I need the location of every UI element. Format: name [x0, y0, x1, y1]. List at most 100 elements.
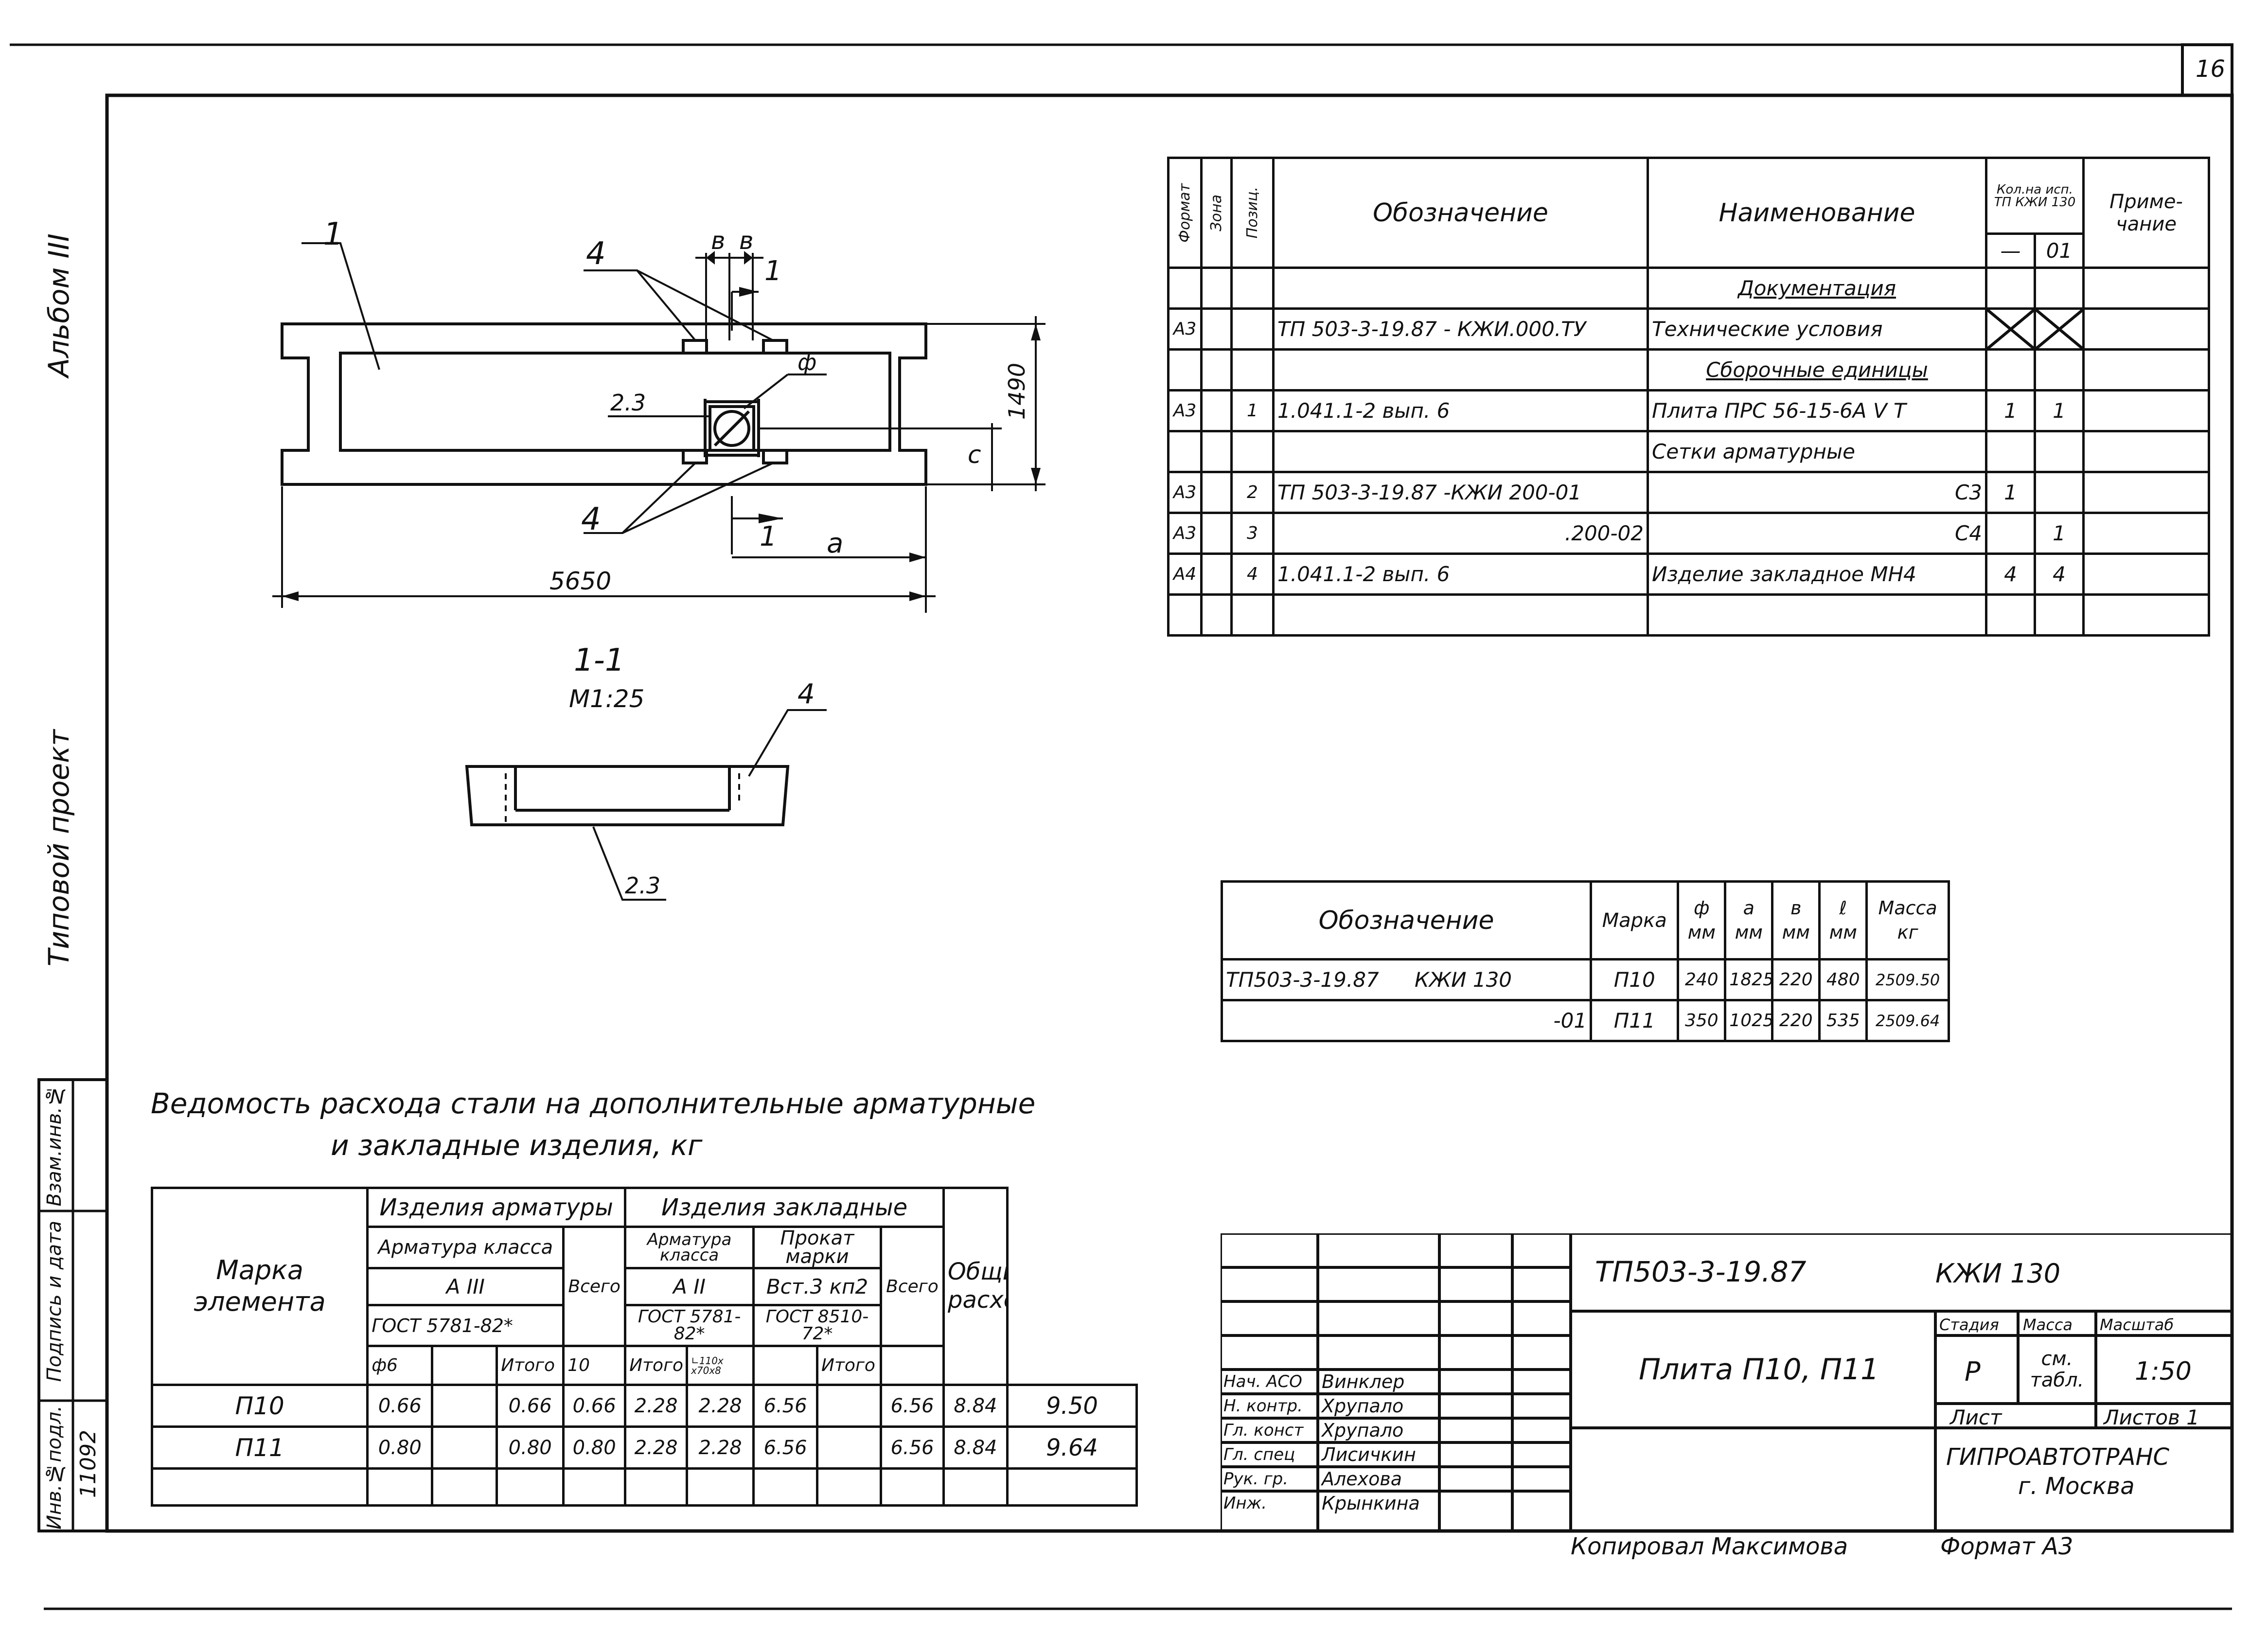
- plan-pos-4-top: 4: [586, 236, 606, 272]
- tb-scale: 1:50: [2135, 1357, 2192, 1386]
- spec-note: [2082, 512, 2211, 555]
- tb-role: Рук. гр.: [1223, 1469, 1289, 1489]
- steel-row-value: 8.84: [942, 1384, 1009, 1428]
- spec-h-zone: Зона: [1208, 194, 1225, 231]
- album-label: Альбом III: [42, 233, 75, 377]
- params-row-mass: 2509.50: [1865, 958, 1950, 1001]
- steel-row-value: 8.84: [942, 1425, 1009, 1470]
- plan-dim-c: с: [968, 441, 981, 469]
- steel-row-value: 2.28: [686, 1384, 755, 1428]
- params-h-phi: ф мм: [1677, 880, 1727, 961]
- tb-person: Хрупало: [1322, 1395, 1404, 1417]
- params-h-a: а мм: [1724, 880, 1774, 961]
- spec-cross-cell: [2033, 307, 2085, 351]
- tb-person: Хрупало: [1322, 1420, 1404, 1441]
- title-block: ТП503-3-19.87 КЖИ 130 Плита П10, П11 Ста…: [1221, 1233, 2232, 1531]
- steel-arm-class: А III: [366, 1267, 565, 1306]
- spec-note: [2082, 389, 2211, 432]
- params-row-designation: -01: [1220, 999, 1593, 1042]
- steel-row-value: 2.28: [686, 1425, 755, 1470]
- steel-row-mark: П11: [150, 1425, 369, 1470]
- spec-name: Документация: [1647, 267, 1987, 310]
- spec-pos: 1: [1230, 389, 1275, 432]
- spec-name: С4: [1647, 512, 1987, 555]
- spec-pos: [1230, 307, 1275, 351]
- steel-gost-emb: ГОСТ 5781-82*: [624, 1304, 755, 1347]
- plan-pos-2-3: 2.3: [610, 390, 646, 416]
- spec-qty-1: 1: [1985, 389, 2036, 432]
- params-row-a: 1025: [1724, 999, 1774, 1042]
- params-h-mark: Марка: [1590, 880, 1680, 961]
- spec-h-note: Приме-чание: [2082, 157, 2211, 269]
- tb-scale-h: Масштаб: [2100, 1316, 2174, 1334]
- spec-qty-1: 1: [1985, 471, 2036, 514]
- tb-mass: см. табл.: [2030, 1348, 2084, 1391]
- steel-gost-rolled: ГОСТ 8510-72*: [752, 1304, 882, 1347]
- steel-row-value: 9.64: [1006, 1425, 1138, 1470]
- tb-role: Инж.: [1223, 1494, 1267, 1513]
- steel-subheader: Итого: [624, 1345, 689, 1386]
- spec-qty-2: [2033, 430, 2085, 473]
- steel-subheader: Итого: [816, 1345, 882, 1386]
- spec-qty-2: [2033, 471, 2085, 514]
- steel-h-total-arm: Всего: [562, 1226, 627, 1347]
- spec-pos: 3: [1230, 512, 1275, 555]
- spec-row: Сборочные единицы: [1167, 348, 2211, 391]
- spec-h-qty: Кол.на исп. ТП КЖИ 130: [1984, 157, 2085, 235]
- plan-pos-1: 1: [323, 216, 343, 252]
- tb-name: Плита П10, П11: [1639, 1352, 1879, 1387]
- spec-zone: [1200, 389, 1233, 432]
- spec-designation: [1272, 348, 1649, 391]
- params-row-mark: П10: [1590, 958, 1680, 1001]
- spec-name: Плита ПРС 56-15-6А V Т: [1647, 389, 1987, 432]
- params-row-l: 535: [1818, 999, 1868, 1042]
- spec-format: [1167, 430, 1203, 473]
- plan-dim-a: а: [827, 528, 844, 559]
- spec-format: А3: [1167, 471, 1203, 514]
- spec-format: [1167, 267, 1203, 310]
- title-block-lines: [1221, 1233, 2232, 1531]
- spec-h-format: Формат: [1176, 183, 1193, 243]
- spec-qty-2: [2033, 593, 2085, 637]
- steel-row-value: 0.66: [562, 1384, 627, 1428]
- params-series: КЖИ 130: [1415, 968, 1512, 992]
- spec-h-pos: Позиц.: [1244, 187, 1261, 239]
- project-label: Типовой проект: [42, 730, 75, 967]
- plan-dim-length: 5650: [549, 567, 612, 595]
- params-variant: -01: [1553, 1009, 1587, 1032]
- spec-row: Сетки арматурные: [1167, 430, 2211, 473]
- params-row-mark: П11: [1590, 999, 1680, 1042]
- tb-role: Гл. конст: [1223, 1421, 1304, 1440]
- spec-name: С3: [1647, 471, 1987, 514]
- steel-row-value: 2.28: [624, 1425, 689, 1470]
- spec-name: [1647, 593, 1987, 637]
- spec-designation: [1272, 267, 1649, 310]
- spec-pos: [1230, 348, 1275, 391]
- tb-code: ТП503-3-19.87: [1595, 1255, 1807, 1288]
- spec-designation: [1272, 430, 1649, 473]
- steel-row-value: 2.28: [624, 1384, 689, 1428]
- steel-row-value: [816, 1425, 882, 1470]
- tb-sheet-h: Лист: [1950, 1406, 2002, 1429]
- params-code: ТП503-3-19.87: [1226, 968, 1379, 992]
- spec-zone: [1200, 512, 1233, 555]
- spec-qty-1: [1985, 430, 2036, 473]
- steel-h-mark: Марка элемента: [150, 1187, 369, 1386]
- spec-note: [2082, 307, 2211, 351]
- stub-label-inventory: Инв.№подл.: [43, 1406, 66, 1530]
- spec-pos: 4: [1230, 552, 1275, 596]
- params-row-l: 480: [1818, 958, 1868, 1001]
- steel-row-value: [431, 1384, 498, 1428]
- spec-name: Сборочные единицы: [1647, 348, 1987, 391]
- spec-name: Технические условия: [1647, 307, 1987, 351]
- steel-h-emb-class: Арматура класса: [624, 1226, 755, 1269]
- spec-designation: 1.041.1-2 вып. 6: [1272, 552, 1649, 596]
- steel-rolled-grade: Вст.3 кп2: [752, 1267, 882, 1306]
- params-table: Обозначение Марка ф мм а мм в мм ℓ мм Ма…: [1220, 880, 1950, 1042]
- plan-cut-top: 1: [764, 255, 782, 287]
- spec-zone: [1200, 593, 1233, 637]
